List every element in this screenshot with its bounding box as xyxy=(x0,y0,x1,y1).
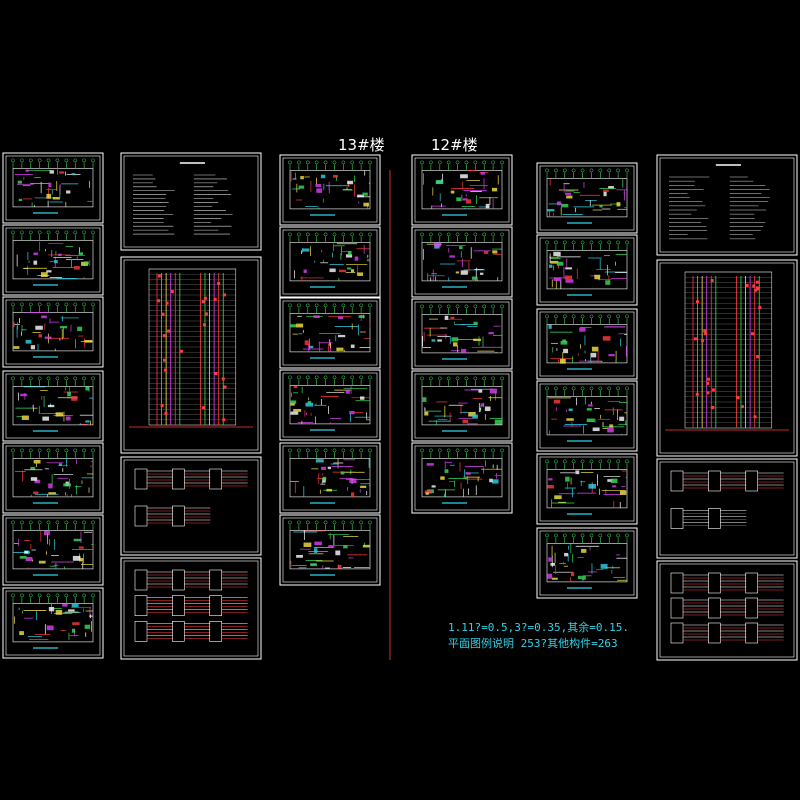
building-label-13: 13#楼 xyxy=(338,136,385,154)
plan-sheet-col1-2 xyxy=(2,224,104,296)
plan-sheet-col1-4 xyxy=(2,370,104,442)
plan-sheet-col5-5 xyxy=(536,453,638,525)
plan-sheet-col5-3 xyxy=(536,308,638,380)
note-line-1: 1.11?=0.5,3?=0.35,其余=0.15. xyxy=(448,621,629,634)
building-label-12: 12#楼 xyxy=(431,136,478,154)
panel-sheet-left-b xyxy=(120,557,262,660)
plan-sheet-12-5 xyxy=(411,442,513,514)
riser-sheet-left xyxy=(120,256,262,454)
plan-sheet-12-3 xyxy=(411,298,513,370)
panel-sheet-left-a xyxy=(120,456,262,556)
plan-sheet-13-4 xyxy=(279,369,381,441)
plan-sheet-13-1 xyxy=(279,154,381,226)
plan-sheet-13-2 xyxy=(279,226,381,298)
plan-sheet-12-2 xyxy=(411,226,513,298)
riser-sheet-right xyxy=(656,259,798,457)
note-line-2: 平面图例说明 253?其他构件=263 xyxy=(448,637,618,650)
plan-sheet-col5-4 xyxy=(536,380,638,452)
plan-sheet-13-3 xyxy=(279,297,381,369)
plan-sheet-12-4 xyxy=(411,370,513,442)
text-sheet-left xyxy=(120,152,262,251)
text-sheet-right xyxy=(656,154,798,256)
plan-sheet-col1-7 xyxy=(2,587,104,659)
plan-sheet-col5-1 xyxy=(536,162,638,234)
panel-sheet-right-a xyxy=(656,458,798,559)
notes-block: 1.11?=0.5,3?=0.35,其余=0.15. 平面图例说明 253?其他… xyxy=(448,620,629,652)
plan-sheet-12-1 xyxy=(411,154,513,226)
plan-sheet-13-6 xyxy=(279,514,381,586)
plan-sheet-13-5 xyxy=(279,442,381,514)
plan-sheet-col1-1 xyxy=(2,152,104,224)
plan-sheet-col1-5 xyxy=(2,442,104,514)
plan-sheet-col5-2 xyxy=(536,234,638,306)
plan-sheet-col5-6 xyxy=(536,527,638,599)
panel-sheet-right-b xyxy=(656,560,798,661)
plan-sheet-col1-6 xyxy=(2,514,104,586)
plan-sheet-col1-3 xyxy=(2,296,104,368)
